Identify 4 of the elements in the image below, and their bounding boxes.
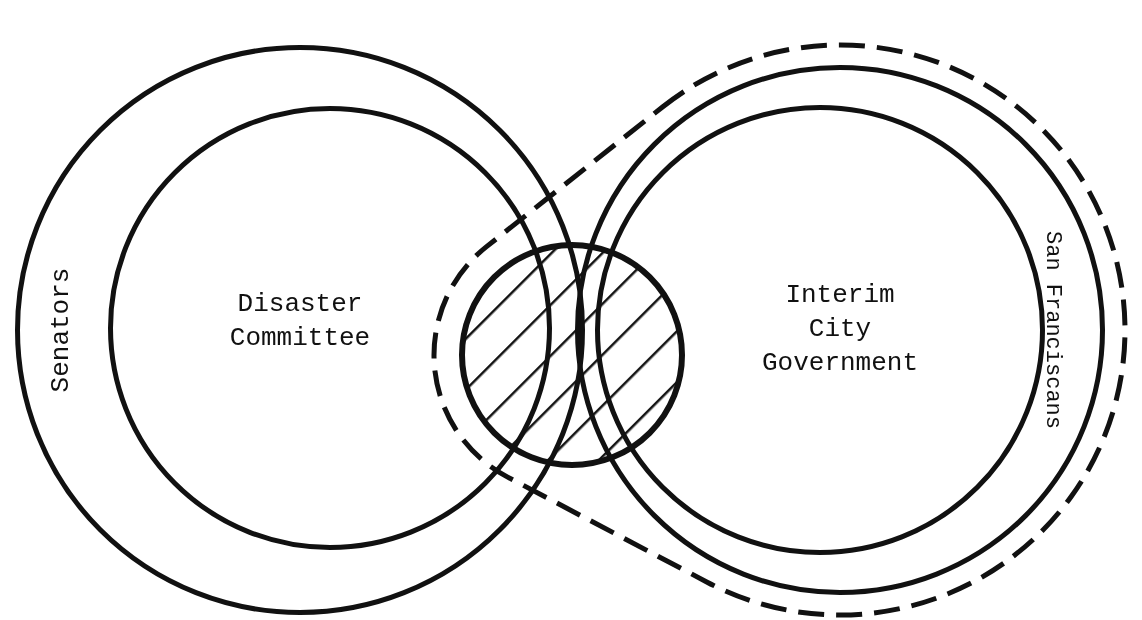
circle-label: San Franciscans xyxy=(1039,231,1067,429)
circle-label: Interim City Government xyxy=(761,279,919,380)
circle-label: Senators xyxy=(45,267,78,393)
circle-label: Disaster Committee xyxy=(228,288,372,355)
